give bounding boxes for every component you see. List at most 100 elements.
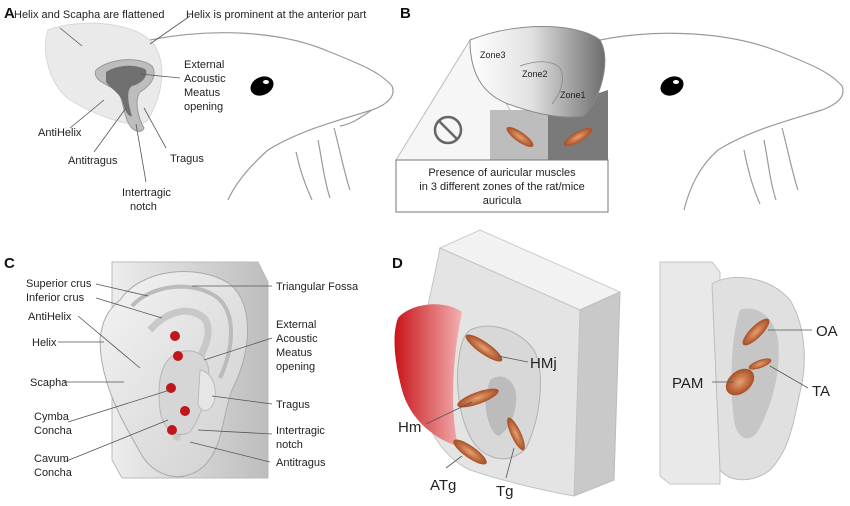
zone3-label: Zone3 [480, 50, 506, 60]
label-eam-c-2: Acoustic [276, 333, 318, 345]
prohibited-icon [433, 115, 463, 145]
label-intertragic-c-2: notch [276, 439, 303, 451]
muscle-hmj [465, 334, 503, 362]
label-superior-crus: Superior crus [26, 278, 92, 290]
leader-superior-crus [95, 283, 149, 297]
leader-tg [505, 447, 515, 479]
label-eam-a-4: opening [184, 101, 223, 113]
red-dot-4 [180, 406, 190, 416]
label-triangular-fossa: Triangular Fossa [276, 281, 359, 293]
muscle-pam [725, 368, 755, 396]
leader-cymba-c [67, 389, 171, 423]
whisker-b2 [763, 139, 777, 201]
whisker-b1 [743, 149, 761, 205]
panel-letter-b: B [400, 5, 411, 22]
label-antihelix-a: AntiHelix [38, 127, 82, 139]
label-eam-c-3: Meatus [276, 347, 313, 359]
label-cymba-c-1: Cymba [34, 411, 70, 423]
leader-eam-a [139, 73, 181, 79]
red-dot-1 [170, 331, 180, 341]
helix-rim-c [130, 284, 233, 379]
whisker-b3 [781, 127, 799, 191]
panel-letter-d: D [392, 255, 403, 272]
label-antitragus-a: Antitragus [68, 155, 118, 167]
zone1-label: Zone1 [560, 90, 586, 100]
whisker-a3 [333, 127, 351, 191]
muscle-zone2 [506, 126, 534, 148]
panel-c: C Superior crus Inferi [4, 255, 359, 479]
leader-intertragic-a [135, 123, 147, 183]
panel-a: A Helix and Scapha are flattened Helix i… [4, 5, 394, 213]
label-eam-c-4: opening [276, 361, 315, 373]
label-hm: Hm [398, 419, 421, 436]
rat-eye-highlight-a [263, 80, 269, 84]
panel-letter-c: C [4, 255, 15, 272]
label-eam-a-1: External [184, 59, 224, 71]
block-d2 [659, 261, 721, 485]
caption-b-2: in 3 different zones of the rat/mice [419, 181, 585, 193]
leader-tragus-a [143, 107, 167, 149]
leader-antitragus-a [93, 107, 127, 153]
caption-b-1: Presence of auricular muscles [428, 167, 576, 179]
block-side-d1 [573, 291, 621, 497]
muscle-zone1 [563, 127, 593, 147]
label-intertragic-c-1: Intertragic [276, 425, 325, 437]
zone-boundary-b [519, 61, 563, 105]
label-tragus-c: Tragus [276, 399, 310, 411]
label-oa: OA [816, 323, 838, 340]
caption-box-b [395, 159, 609, 213]
label-eam-c-1: External [276, 319, 316, 331]
leader-antihelix-a [69, 99, 105, 129]
panel-b: B Zone3 Zone2 Zone1 Presence of auricula… [395, 5, 844, 213]
label-cavum-c-1: Cavum [34, 453, 69, 465]
leader-hm [425, 401, 473, 425]
rat-head-outline-b [599, 32, 844, 211]
red-dot-5 [167, 425, 177, 435]
label-intertragic-a-1: Intertragic [122, 187, 171, 199]
label-intertragic-a-2: notch [130, 201, 157, 213]
leader-intertragic-c [197, 429, 273, 435]
label-eam-a-3: Meatus [184, 87, 221, 99]
label-pam: PAM [672, 375, 703, 392]
leader-antitragus-c [189, 441, 271, 463]
leader-inferior-crus [95, 297, 163, 319]
rat-cheek-outline-a [339, 109, 373, 127]
leader-eam-c [203, 337, 273, 361]
label-scapha-c: Scapha [30, 377, 68, 389]
label-helix-scapha: Helix and Scapha are flattened [14, 9, 164, 21]
muscle-ta [748, 358, 772, 370]
whisker-a1 [295, 151, 313, 201]
label-antitragus-c: Antitragus [276, 457, 326, 469]
label-tragus-a: Tragus [170, 153, 204, 165]
auricle-zones-b [469, 26, 606, 118]
leader-antihelix-c [77, 315, 141, 369]
label-eam-a-2: Acoustic [184, 73, 226, 85]
rat-eye-b [660, 76, 684, 96]
red-dot-2 [173, 351, 183, 361]
label-atg: ATg [430, 477, 456, 494]
leader-ta [769, 365, 809, 389]
label-cymba-c-2: Concha [34, 425, 73, 437]
muscle-hm [457, 388, 499, 408]
leader-tragus-c [211, 395, 273, 405]
tragus-c [197, 369, 216, 411]
hm-red-region [394, 304, 462, 446]
leader-hmj [497, 355, 529, 363]
label-ta: TA [812, 383, 830, 400]
muscle-atg [453, 439, 487, 465]
label-helix-c: Helix [32, 337, 57, 349]
whisker-a2 [317, 139, 331, 199]
caption-b-3: auricula [483, 195, 522, 207]
red-dot-3 [166, 383, 176, 393]
label-helix-prominent: Helix is prominent at the anterior part [186, 9, 366, 21]
panel-letter-a: A [4, 5, 15, 22]
label-tg: Tg [496, 483, 514, 500]
label-antihelix-c: AntiHelix [28, 311, 72, 323]
rat-eye-a [250, 76, 274, 96]
label-hmj: HMj [530, 355, 557, 372]
zone2-label: Zone2 [522, 69, 548, 79]
leader-atg [445, 455, 463, 469]
concha-c [158, 350, 210, 435]
muscle-tg [507, 417, 525, 451]
